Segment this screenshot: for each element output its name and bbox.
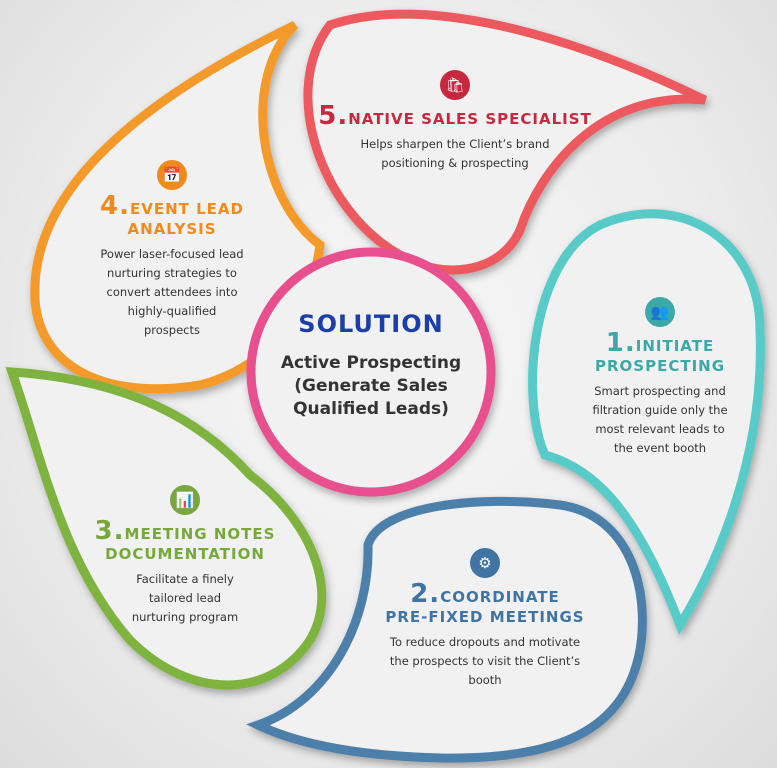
step-number: 3. xyxy=(94,516,125,546)
step-desc: Helps sharpen the Client’s brand xyxy=(360,137,550,151)
step-desc: most relevant leads to xyxy=(595,422,725,436)
step-title: PROSPECTING xyxy=(594,357,726,375)
center-subtitle: Qualified Leads) xyxy=(293,399,449,419)
step-number: 2. xyxy=(410,579,441,609)
step-number: 1. xyxy=(605,328,636,358)
step-desc: booth xyxy=(468,673,502,687)
step-title: ANALYSIS xyxy=(127,220,217,238)
step-desc: Power laser-focused lead xyxy=(100,247,244,261)
step-title: PRE-FIXED MEETINGS xyxy=(385,608,585,626)
petal-5-shape xyxy=(303,9,707,275)
step-number: 5. xyxy=(318,101,349,131)
step-2: ⚙ 2.COORDINATE PRE-FIXED MEETINGS To redu… xyxy=(365,548,605,690)
step-3: 📊 3.MEETING NOTES DOCUMENTATION Facilitat… xyxy=(85,485,285,627)
step-desc: convert attendees into xyxy=(106,285,238,299)
center-circle-shape xyxy=(246,247,496,497)
step-title: MEETING NOTES xyxy=(124,525,276,543)
step-desc: Smart prospecting and xyxy=(594,384,726,398)
shopping-bag-tag-icon: 🛍 xyxy=(440,70,470,100)
step-title: COORDINATE xyxy=(440,588,560,606)
step-title: DOCUMENTATION xyxy=(105,545,265,563)
step-number: 4. xyxy=(100,191,130,221)
presentation-board-icon: 📊 xyxy=(170,485,200,515)
step-desc: filtration guide only the xyxy=(592,403,728,417)
people-search-icon: 👥 xyxy=(645,297,675,327)
center-subtitle: (Generate Sales xyxy=(294,376,448,396)
step-title: EVENT LEAD xyxy=(129,200,244,218)
center-solution: SOLUTION Active Prospecting (Generate Sa… xyxy=(251,252,491,492)
meeting-icon: ⚙ xyxy=(470,548,500,578)
step-5: 🛍 5.NATIVE SALES SPECIALIST Helps sharpe… xyxy=(310,70,600,173)
petal-4-shape xyxy=(30,20,325,394)
step-desc: prospects xyxy=(143,323,200,337)
calendar-icon: 📅 xyxy=(157,160,187,190)
step-1: 👥 1.INITIATE PROSPECTING Smart prospectin… xyxy=(560,297,760,458)
petal-2-shape xyxy=(246,496,647,763)
step-desc: positioning & prospecting xyxy=(381,156,529,170)
step-desc: Facilitate a finely xyxy=(136,572,234,586)
petal-1-shape xyxy=(528,209,765,636)
step-desc: tailored lead xyxy=(148,591,222,605)
center-title: SOLUTION xyxy=(298,310,444,338)
step-4: 📅 4.EVENT LEAD ANALYSIS Power laser-focus… xyxy=(62,160,282,340)
step-desc: the event booth xyxy=(613,441,707,455)
step-title: INITIATE xyxy=(635,337,715,355)
step-desc: nurturing strategies to xyxy=(107,266,237,280)
step-desc: the prospects to visit the Client’s xyxy=(389,654,581,668)
center-subtitle: Active Prospecting xyxy=(280,353,462,373)
step-desc: highly-qualified xyxy=(127,304,217,318)
step-title: NATIVE SALES SPECIALIST xyxy=(348,110,592,128)
step-desc: To reduce dropouts and motivate xyxy=(389,635,581,649)
petal-3-shape xyxy=(5,367,327,690)
step-desc: nurturing program xyxy=(131,610,239,624)
